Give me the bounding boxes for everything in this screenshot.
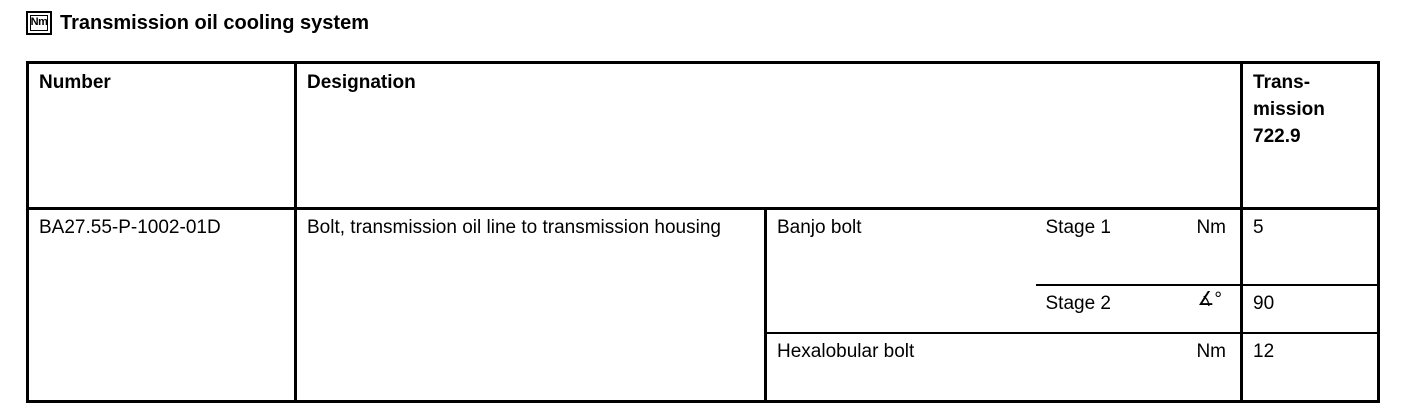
header-transmission: Trans- mission 722.9 [1240,61,1381,210]
header-designation: Designation [293,61,1244,210]
part-number: BA27.55-P-1002-01D [26,208,297,403]
torque-value: 5 [1240,208,1381,285]
bolt-type [766,285,1036,333]
table-header-row: Number Designation Trans- mission 722.9 [26,61,1381,210]
table-row: Stage 2 ∡° 90 [28,283,1381,333]
header-number: Number [26,61,297,210]
part-designation: Bolt, transmission oil line to transmiss… [294,208,767,403]
stage-cell: Stage 1 Nm [1036,209,1242,285]
table-row: Hexalobular bolt Nm 12 [28,331,1381,403]
unit-nm: Nm [1196,340,1227,362]
stage-label: Stage 1 [1045,217,1112,238]
table-row: BA27.55-P-1002-01D Bolt, transmission oi… [26,208,1381,403]
bolt-type: Hexalobular bolt [765,331,1036,403]
angle-degree-icon: ∡° [1197,288,1223,310]
stage-cell: Nm [1035,331,1242,403]
angle-value: 90 [1240,283,1381,333]
torque-value: 12 [1240,331,1381,403]
section-title: Transmission oil cooling system [60,12,369,34]
torque-nm-icon: Nm [26,11,52,35]
stage-label: Stage 2 [1045,292,1112,314]
bolt-type: Banjo bolt [777,217,862,238]
torque-spec-table: Number Designation Trans- mission 722.9 … [26,61,1381,403]
section-heading: Nm Transmission oil cooling system [26,10,369,36]
unit-nm: Nm [1196,217,1227,238]
stage-cell: Stage 2 ∡° [1035,283,1242,333]
